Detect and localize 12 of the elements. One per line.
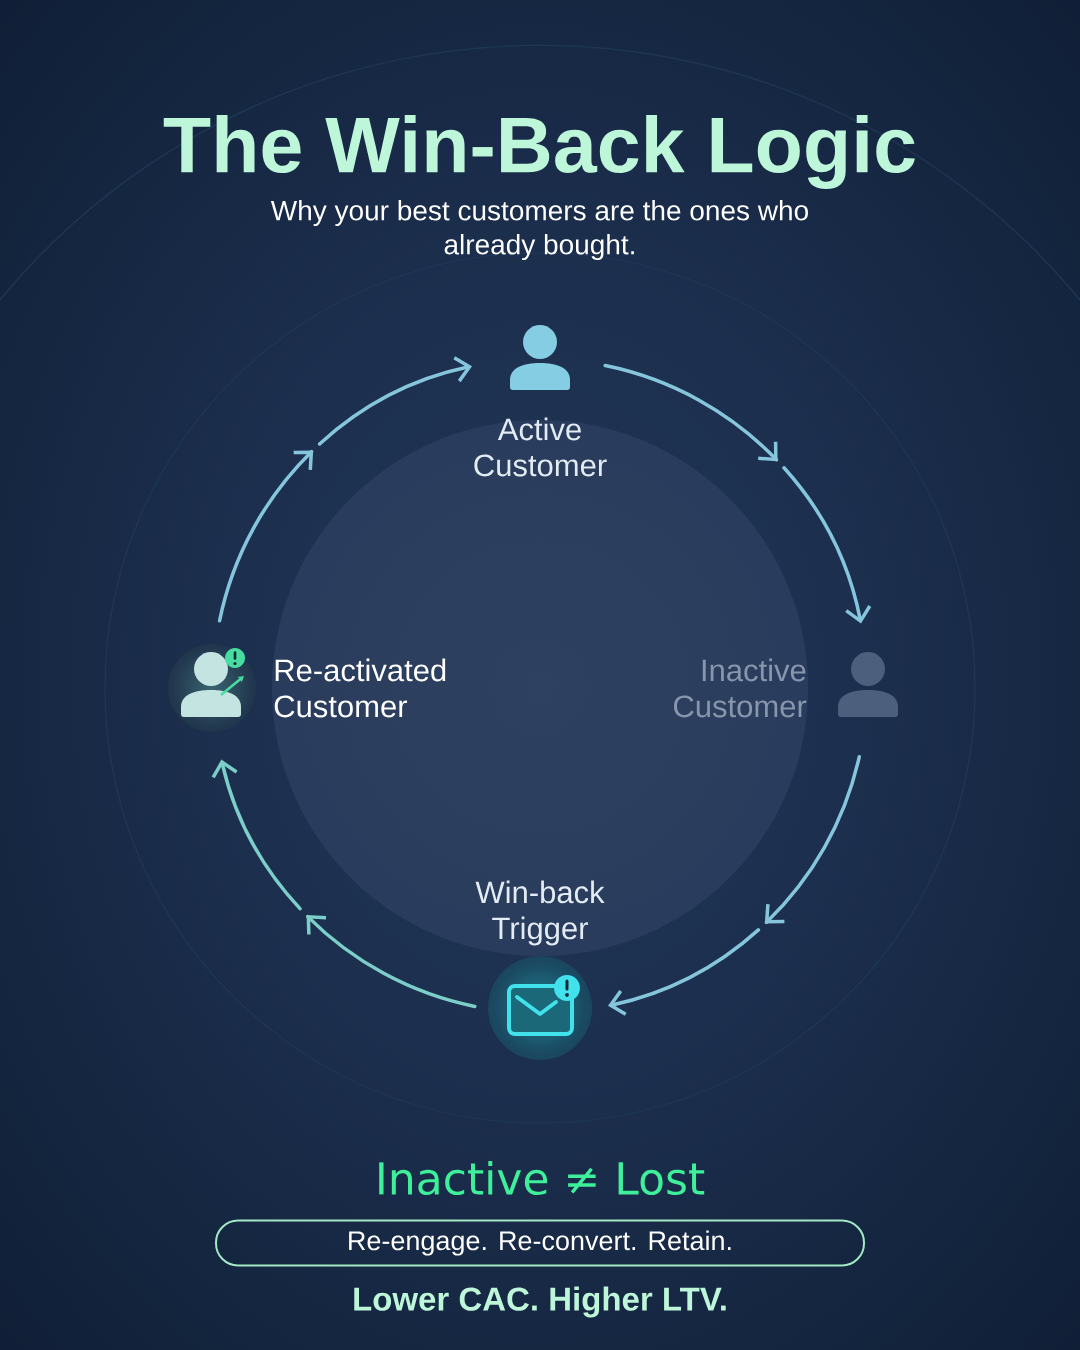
tagline: Inactive ≠ Lost	[379, 1161, 705, 1196]
pill-box: Re-engage. Re-convert. Retain.	[215, 1219, 865, 1267]
stage-label: Re-activated Customer	[274, 658, 446, 718]
stage-label: Active Customer	[474, 417, 607, 477]
stage-label: Win-back Trigger	[475, 880, 605, 946]
subtitle: Why your best customers are the ones who already bought.	[270, 199, 808, 261]
curved-arrow	[217, 356, 472, 623]
title: The Win-Back Logic	[163, 115, 915, 189]
curved-arrow	[603, 363, 872, 624]
stage-label: Inactive Customer	[674, 658, 807, 718]
curved-arrow	[608, 755, 861, 1016]
curved-arrow	[211, 759, 477, 1009]
